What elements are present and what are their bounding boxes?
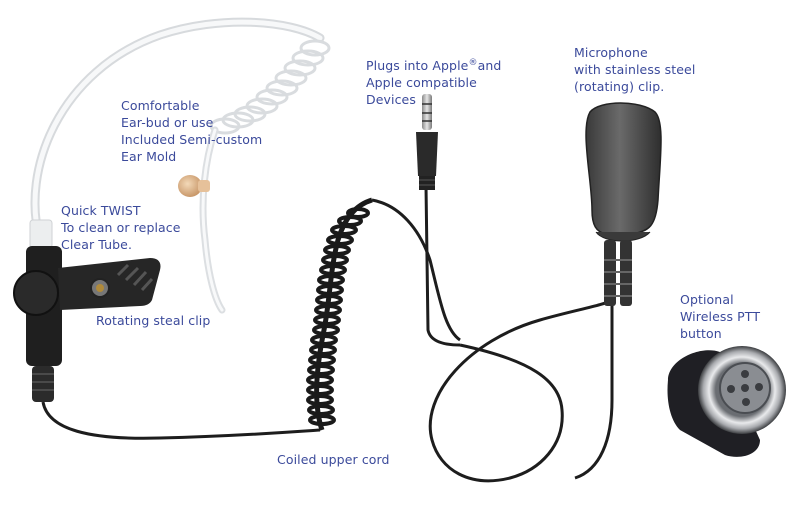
quick-twist-callout-line: To clean or replace bbox=[61, 220, 181, 235]
clear-acoustic-tube bbox=[29, 17, 331, 314]
ptt-callout-line: Wireless PTT bbox=[680, 309, 761, 324]
microphone-callout: Microphone with stainless steel (rotatin… bbox=[574, 44, 695, 95]
cord-callout: Coiled upper cord bbox=[277, 451, 390, 468]
clip-assembly bbox=[13, 246, 161, 402]
plug-callout-suffix: and bbox=[477, 58, 502, 73]
microphone-callout-line: with stainless steel bbox=[574, 62, 696, 77]
plug-callout-line: Apple compatible bbox=[366, 75, 477, 90]
earbud-callout-line: Comfortable bbox=[121, 98, 200, 113]
earbud-callout-line: Included Semi-custom bbox=[121, 132, 263, 147]
earbud-callout: Comfortable Ear-bud or use Included Semi… bbox=[121, 97, 262, 165]
quick-twist-callout-line: Clear Tube. bbox=[61, 237, 133, 252]
earbud-callout-line: Ear Mold bbox=[121, 149, 177, 164]
registered-mark: ® bbox=[468, 57, 478, 68]
microphone-callout-line: Microphone bbox=[574, 45, 648, 60]
plug-callout-line: Plugs into Apple®and bbox=[366, 57, 501, 74]
ptt-callout-line: button bbox=[680, 326, 722, 341]
clip-callout: Rotating steal clip bbox=[96, 312, 210, 329]
ear-bud bbox=[178, 175, 210, 197]
plug-callout-line: Devices bbox=[366, 92, 416, 107]
coiled-cord bbox=[306, 197, 373, 431]
lower-cord bbox=[41, 401, 321, 440]
clip-callout-line: Rotating steal clip bbox=[96, 313, 211, 328]
quick-twist-callout: Quick TWIST To clean or replace Clear Tu… bbox=[61, 202, 181, 253]
ptt-callout-line: Optional bbox=[680, 292, 734, 307]
plug-callout-prefix: Plugs into Apple bbox=[366, 58, 469, 73]
microphone-callout-line: (rotating) clip. bbox=[574, 79, 665, 94]
earbud-callout-line: Ear-bud or use bbox=[121, 115, 214, 130]
quick-twist-callout-line: Quick TWIST bbox=[61, 203, 141, 218]
microphone bbox=[585, 102, 662, 306]
straight-cord bbox=[371, 185, 614, 483]
ptt-callout: Optional Wireless PTT button bbox=[680, 291, 760, 342]
wireless-ptt-button bbox=[667, 346, 786, 457]
cord-callout-line: Coiled upper cord bbox=[277, 452, 390, 467]
plug-callout: Plugs into Apple®and Apple compatible De… bbox=[366, 57, 501, 108]
audio-plug bbox=[416, 94, 438, 190]
